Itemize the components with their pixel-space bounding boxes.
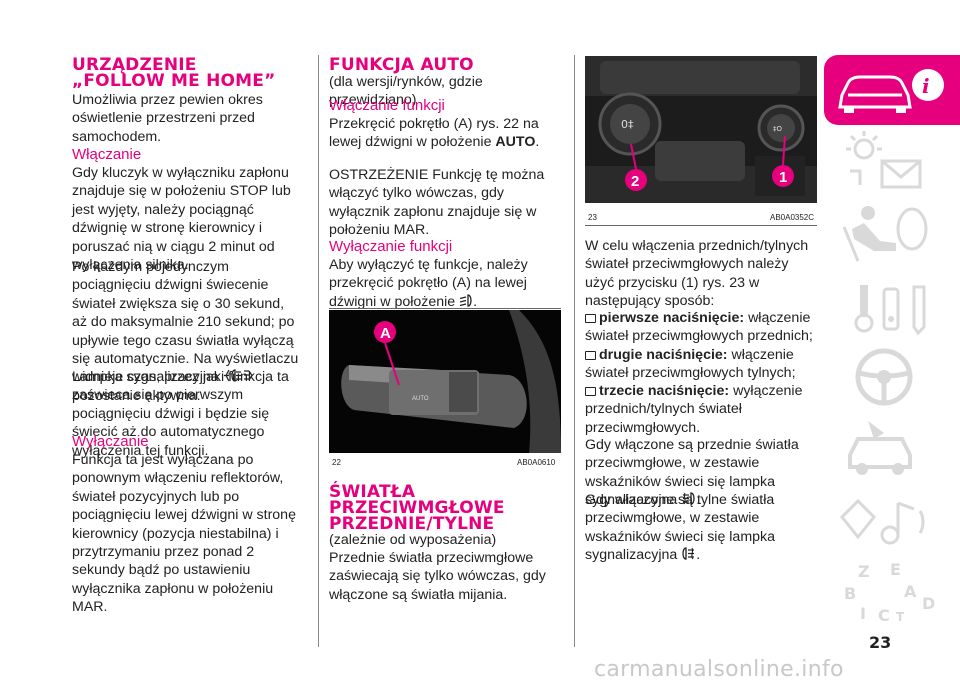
column-divider-2 [574,55,575,647]
dashboard-illustration: 0‡ ‡O 2 1 [585,56,817,203]
paragraph-rear-fog-lamp: Gdy włączone są tylne światła przeciwmgł… [585,491,817,565]
column-divider-1 [318,55,319,647]
callout-2-label: 2 [631,173,639,190]
front-fog-lamp-icon [683,492,695,505]
sidebar-tab-starting[interactable] [824,271,960,341]
low-beam-icon [459,294,472,307]
tools-key-icon [854,285,926,336]
section-title-funkcja-auto: FUNKCJA AUTO [329,55,474,75]
subheading-wylaczanie-funkcji: Wyłączanie funkcji [329,238,453,255]
bullet-2-bold: drugie naciśnięcie: [599,347,728,363]
paragraph-wlaczanie-3: Lampka sygnalizacyjna zaświeca się po pi… [72,368,302,460]
lever-illustration: AUTO A [329,310,561,453]
svg-text:B: B [844,584,856,603]
auto-text-a: Przekręcić pokrętło (A) rys. 22 na lewej… [329,116,539,151]
bullet-2-text: włączenie świateł przeciwmgłowych tylnyc… [585,347,796,382]
svg-text:E: E [890,560,901,579]
sidebar-tab-car-info[interactable]: i [824,55,960,125]
svg-text:A: A [904,582,917,601]
subtitle-equipment: (zależnie od wyposażenia) [329,532,497,548]
svg-text:‡O: ‡O [773,125,783,133]
bullet-third-press: trzecie naciśnięcie: wyłączenie przednic… [585,382,817,437]
figure-23-bottom-rule [585,225,817,226]
svg-text:i: i [922,74,930,98]
section-title-fog-lights: ŚWIATŁA PRZECIWMGŁOWE PRZEDNIE/TYLNE [329,482,505,534]
paragraph-wylaczanie-funkcji: Aby wyłączyć tę funkcje, należy przekręc… [329,256,564,311]
callout-1-label: 1 [779,169,787,186]
figure-23-code: AB0A0352C [770,213,815,222]
paragraph-wlaczanie-1: Gdy kluczyk w wyłączniku zapłonu znajduj… [72,165,291,274]
callout-a-label: A [380,325,391,342]
paragraph-wlaczanie-funkcji: Przekręcić pokrętło (A) rys. 22 na lewej… [329,115,564,152]
svg-text:C: C [878,606,890,625]
subheading-wlaczanie-funkcji: Włączanie funkcji [329,97,445,114]
callout-1-badge [772,165,794,187]
bullet-box-icon [585,387,596,396]
paragraph-wylaczanie: Funkcja ta jest wyłączana po ponownym wł… [72,452,296,616]
figure-22-number: 22 [332,458,341,467]
svg-text:T: T [896,610,905,624]
paragraph-wlaczanie-2: Po każdym pojedynczym pociągnięciu dźwig… [72,259,299,404]
subheading-wlaczanie: Włączanie [72,146,142,163]
sidebar-tab-multimedia[interactable] [824,487,960,557]
bullet-1-bold: pierwsze naciśnięcie: [599,310,745,326]
rear-fog-lamp-icon [682,547,695,560]
bullet-3-text: wyłączenie przednich/tylnych świateł prz… [585,383,803,436]
car-info-icon: i [838,69,944,113]
watermark-text: carmanualsonline.info [594,657,844,682]
svg-text:0‡: 0‡ [621,118,634,131]
bullet-box-icon [585,314,596,323]
rear-fog-text: Gdy włączone są tylne światła przeciwmgł… [585,492,776,564]
figure-23-number: 23 [588,213,597,222]
front-fog-text: Gdy włączone są przednie światła przeciw… [585,437,799,509]
auto-text-b: AUTO [495,134,536,151]
bullet-3-bold: trzecie naciśnięcie: [599,383,730,399]
steering-wheel-icon [855,348,913,406]
subheading-wylaczanie: Wyłączanie [72,433,149,450]
svg-text:Z: Z [858,562,870,581]
figure-22-image: AUTO A [329,310,561,453]
car-service-icon [848,421,912,475]
figure-22-top-rule [329,308,561,309]
section-title-follow-me-home: URZĄDZENIE „FOLLOW ME HOME” [72,55,276,91]
paragraph-front-fog: Przednie światła przeciwmgłowe zaświecaj… [329,550,546,603]
bullet-box-icon [585,351,596,360]
sidebar-tab-safety[interactable] [824,199,960,269]
subtitle-versions: (dla wersji/rynków, gdzie przewidziano) [329,74,483,109]
bullet-first-press: pierwsze naciśnięcie: włączenie świateł … [585,309,817,346]
paragraph-fog-intro: W celu włączenia przednich/tylnych świat… [585,238,809,310]
auto-text-c: . [535,134,540,151]
callout-a-badge [374,321,396,343]
page-number: 23 [869,633,892,652]
lamp-text-a: Lampka sygnalizacyjna [72,369,219,385]
airbag-seat-icon [842,206,928,262]
sidebar-tab-emergency[interactable] [824,415,960,485]
front-fog-end: . [696,492,701,509]
svg-text:I: I [860,604,866,623]
follow-me-home-lamp-icon [223,369,253,382]
figure-23-image: 0‡ ‡O 2 1 [585,56,817,203]
off-text: Aby wyłączyć tę funkcje, należy przekręc… [329,257,528,310]
warning-paragraph: OSTRZEŻENIE Funkcję tę można włączyć tyl… [329,167,545,239]
warning-lights-icon [846,131,922,189]
lamp-text-b: zaświeca się po pierwszym pociągnięciu d… [72,387,270,459]
bullet-1-text: włączenie świateł przeciwmgłowych przedn… [585,310,813,345]
music-nav-icon [839,498,925,545]
rear-fog-end: . [696,547,701,564]
sidebar-tab-warning-lights[interactable] [824,127,960,197]
figure-22-code: AB0A0610 [517,458,556,467]
off-text-end: . [473,293,478,310]
sidebar-tab-driving[interactable] [824,343,960,413]
chapter-sidebar: i [824,55,960,625]
bullet-second-press: drugie naciśnięcie: włączenie świateł pr… [585,346,817,383]
auto-label: AUTO [412,396,429,402]
svg-text:D: D [922,594,935,613]
intro-paragraph: Umożliwia przez pewien okres oświetlenie… [72,92,263,145]
paragraph-front-fog-lamp: Gdy włączone są przednie światła przeciw… [585,436,817,510]
callout-2-badge [625,169,647,191]
